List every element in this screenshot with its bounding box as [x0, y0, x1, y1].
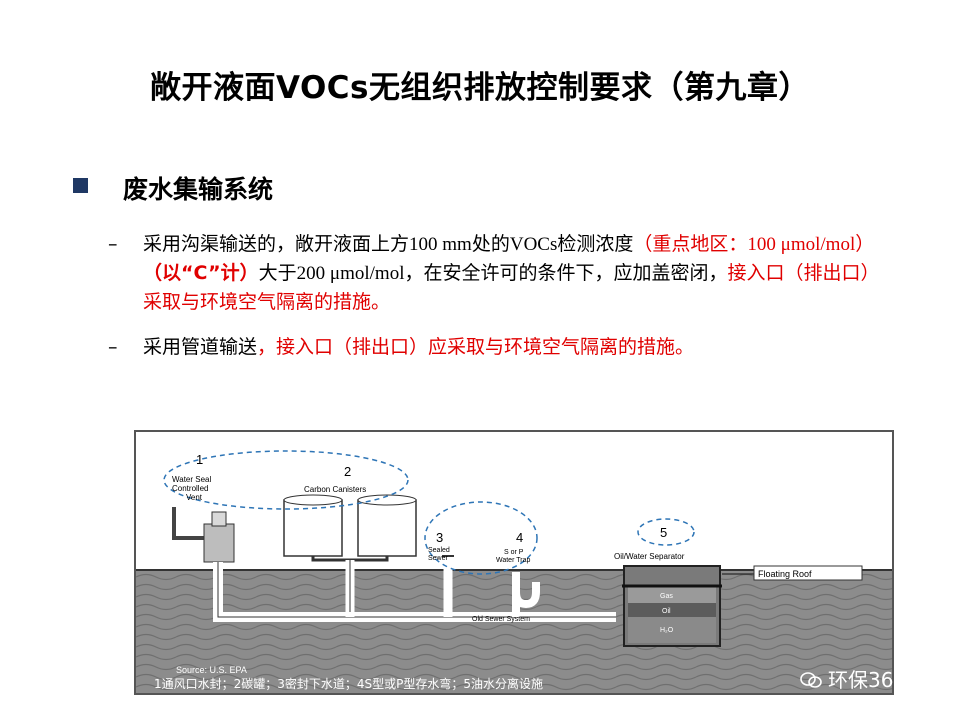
label-number-5: 5	[660, 525, 667, 540]
bullet-dash-1: –	[108, 233, 118, 255]
bullet1-value: 100 mm	[409, 234, 472, 255]
label-number-1: 1	[196, 452, 203, 467]
watermark-text: 环保365	[828, 668, 907, 692]
dashed-circle-5	[637, 518, 695, 546]
label-caption: 1通风口水封；2碳罐；3密封下水道；4S型或P型存水弯；5油水分离设施	[154, 676, 543, 691]
bullet1-seg: 检测浓度	[557, 233, 634, 255]
bullet1-unit-note: （以“C”计）	[143, 262, 259, 284]
label-vent-line2: Controlled	[172, 484, 208, 493]
label-number-4: 4	[516, 530, 523, 545]
bullet1-key-area-value: 100 μmol/mol）	[747, 234, 875, 255]
carbon-canister-right-top	[357, 494, 417, 506]
bullet-text-2: 采用管道输送，接入口（排出口）应采取与环境空气隔离的措施。	[143, 333, 883, 362]
label-h2o: H₂O	[660, 627, 674, 634]
label-oil: Oil	[662, 608, 671, 615]
separator-gas-layer	[628, 587, 716, 603]
label-separator: Oil/Water Separator	[614, 552, 685, 561]
dashed-circle-1-2	[163, 450, 409, 510]
carbon-canister-right	[357, 499, 417, 557]
vent-pipe	[172, 507, 206, 540]
label-number-3: 3	[436, 530, 443, 545]
label-vent-line1: Water Seal	[172, 475, 211, 484]
vent-valve	[203, 523, 235, 563]
dashed-circle-3-4	[424, 501, 538, 575]
label-trap-line2: Water Trap	[496, 557, 530, 564]
bullet1-seg: VOCs	[509, 234, 558, 255]
label-number-2: 2	[344, 464, 351, 479]
label-trap-line1: S or P	[504, 549, 524, 556]
bullet1-seg: 采用沟渠输送的，敞开液面上方	[143, 233, 410, 255]
bullet-dash-2: –	[108, 336, 118, 358]
bullet1-seg: 大于	[258, 262, 297, 284]
separator-oil-layer	[628, 603, 716, 617]
carbon-canister-left-top	[283, 494, 343, 506]
label-vent-line3: Vent	[186, 493, 203, 502]
label-gas: Gas	[660, 593, 673, 600]
bullet1-threshold: 200 μmol/mol	[296, 263, 405, 284]
separator-water-layer	[628, 617, 716, 643]
bullet-text-1: 采用沟渠输送的，敞开液面上方100 mm处的VOCs检测浓度（重点地区：100 …	[143, 230, 883, 317]
floating-roof-label-box	[753, 565, 863, 581]
label-carbon-canisters: Carbon Canisters	[304, 485, 366, 494]
section-bullet-square	[73, 178, 88, 193]
watermark: 环保365	[800, 664, 906, 693]
sewer-main-pipe-outline	[217, 562, 616, 618]
bullet2-seg: 采用管道输送	[143, 336, 258, 358]
wastewater-collection-diagram: 1 Water Seal Controlled Vent 2 Carbon Ca…	[134, 430, 894, 695]
label-sealed-line2: Sewer	[428, 555, 449, 562]
label-source: Source: U.S. EPA	[176, 665, 247, 675]
diagram-svg: 1 Water Seal Controlled Vent 2 Carbon Ca…	[136, 450, 892, 693]
page-title: 敞开液面VOCs无组织排放控制要求（第九章）	[150, 70, 810, 106]
bullet1-seg: ，在安全许可的条件下，应加盖密闭，	[404, 262, 728, 284]
section-heading: 废水集输系统	[123, 175, 274, 204]
label-sealed-line1: Sealed	[428, 547, 450, 554]
label-floating-roof: Floating Roof	[758, 569, 812, 579]
bullet1-seg: 处的	[471, 233, 510, 255]
bullet2-requirement: ，接入口（排出口）应采取与环境空气隔离的措施。	[257, 336, 695, 358]
vent-cap	[211, 511, 227, 527]
bullet1-requirement: 接入口（排出口）采取与环境空气隔离的措施。	[143, 262, 880, 313]
label-old-sewer: Old Sewer System	[472, 616, 530, 623]
bullet1-key-area: （重点地区：	[633, 233, 748, 255]
wechat-icon	[800, 670, 822, 688]
